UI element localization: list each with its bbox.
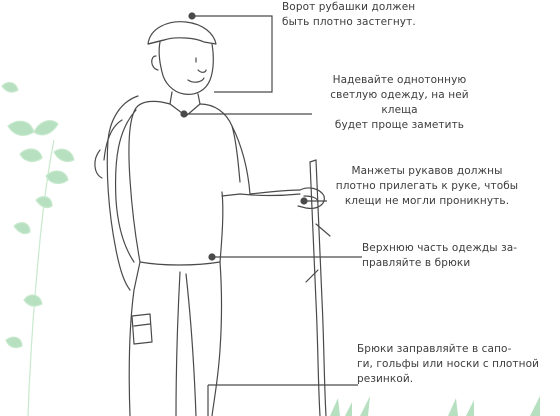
leader-lines (180, 12, 362, 416)
grass (330, 396, 540, 416)
callout-tuck-pants: Брюки заправляйте в сапо- ги, гольфы или… (357, 343, 540, 385)
callout-collar: Ворот рубашки должен быть плотно застегн… (282, 1, 416, 28)
callout-clothing-color: Надевайте однотонную светлую одежду, на … (330, 74, 469, 131)
callout-tuck-shirt: Верхнюю часть одежды за- правляйте в брю… (362, 242, 518, 269)
hiker-figure (94, 21, 331, 416)
callout-sleeve-cuffs: Манжеты рукавов должны плотно прилегать … (335, 165, 519, 207)
plant-left (1, 81, 75, 416)
